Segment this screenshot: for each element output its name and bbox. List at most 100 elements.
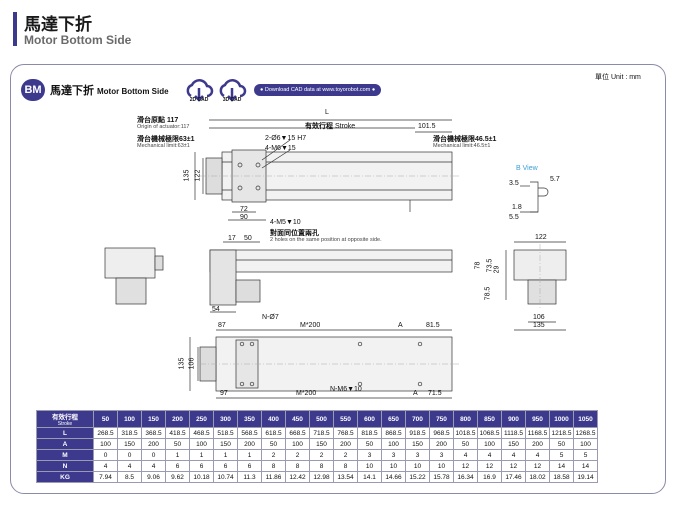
cloud-download-icon[interactable]	[183, 74, 215, 106]
dim-A-top: A	[398, 322, 403, 329]
n-tap-spec: N-M6▼10	[330, 386, 362, 393]
table-cell: 418.5	[165, 427, 190, 439]
stroke-cell: 200	[165, 410, 190, 428]
stroke-cell: 600	[357, 410, 382, 428]
table-cell: 2	[333, 449, 358, 461]
dim-A-bottom: A	[413, 390, 418, 397]
dim-54: 54	[212, 306, 220, 313]
table-cell: 100	[285, 438, 310, 450]
table-cell: 15.78	[429, 471, 454, 483]
table-cell: 10.18	[189, 471, 214, 483]
dim-90: 90	[240, 214, 248, 221]
table-cell: 12	[525, 460, 550, 472]
table-cell: 4	[501, 449, 526, 461]
dim-122-top: 122	[194, 169, 202, 182]
table-cell: 3	[405, 449, 430, 461]
table-cell: 268.5	[93, 427, 118, 439]
dim-106-bottom: 106	[188, 357, 196, 370]
mech-limit-left: 滑台機械極限63±1	[137, 136, 195, 143]
table-cell: 6	[165, 460, 190, 472]
stroke-label-en: Stroke	[334, 123, 356, 130]
stroke-cell: 250	[189, 410, 214, 428]
table-cell: 4	[117, 460, 142, 472]
dim-3-5: 3.5	[509, 180, 519, 187]
table-cell: 100	[573, 438, 598, 450]
model-name-en: Motor Bottom Side	[97, 87, 169, 96]
table-cell: 868.5	[381, 427, 406, 439]
table-cell: 50	[549, 438, 574, 450]
table-cell: 10	[357, 460, 382, 472]
stroke-cell: 400	[261, 410, 286, 428]
download-cad-link[interactable]: ● Download CAD data at www.toyorobot.com…	[254, 84, 382, 96]
table-cell: 968.5	[429, 427, 454, 439]
origin-label-en: Origin of actuator:117	[137, 124, 190, 130]
table-cell: 16.34	[453, 471, 478, 483]
dim-17: 17	[228, 235, 236, 242]
table-cell: 18.58	[549, 471, 574, 483]
table-cell: 11.86	[261, 471, 286, 483]
cad-3d-label[interactable]: 3D CAD	[222, 97, 242, 103]
dim-135-end: 135	[533, 322, 545, 329]
header-accent-bar	[13, 12, 17, 46]
dim-78-5: 78.5	[484, 286, 492, 301]
table-cell: 12.42	[285, 471, 310, 483]
table-cell: 668.5	[285, 427, 310, 439]
hole-spec-3: 4-M5▼10	[270, 219, 301, 226]
dim-97: 97	[220, 390, 228, 397]
table-cell: 12	[501, 460, 526, 472]
table-cell: 4	[525, 449, 550, 461]
table-cell: 200	[237, 438, 262, 450]
table-cell: 2	[285, 449, 310, 461]
dim-135-bottom: 135	[178, 357, 186, 370]
table-cell: 8	[261, 460, 286, 472]
table-cell: 4	[93, 460, 118, 472]
stroke-cell: 350	[237, 410, 262, 428]
table-cell: 4	[477, 449, 502, 461]
table-cell: 100	[189, 438, 214, 450]
table-cell: 3	[429, 449, 454, 461]
row-label: M	[36, 449, 94, 461]
table-cell: 1018.5	[453, 427, 478, 439]
dim-29: 29	[493, 265, 501, 274]
table-cell: 1118.5	[501, 427, 526, 439]
dim-106-end: 106	[533, 314, 545, 321]
table-cell: 9.06	[141, 471, 166, 483]
stroke-cell: 950	[525, 410, 550, 428]
table-cell: 200	[525, 438, 550, 450]
dim-78: 78	[474, 261, 482, 270]
table-cell: 368.5	[141, 427, 166, 439]
table-cell: 1268.5	[573, 427, 598, 439]
dim-50: 50	[244, 235, 252, 242]
table-cell: 318.5	[117, 427, 142, 439]
table-cell: 150	[117, 438, 142, 450]
table-cell: 0	[141, 449, 166, 461]
stroke-cell: 650	[381, 410, 406, 428]
stroke-header-en: Stroke	[57, 421, 73, 427]
dim-81-5: 81.5	[426, 322, 440, 329]
table-cell: 14	[573, 460, 598, 472]
table-cell: 10	[405, 460, 430, 472]
table-cell: 100	[477, 438, 502, 450]
table-cell: 14.66	[381, 471, 406, 483]
stroke-header-cn: 有效行程	[52, 414, 78, 421]
table-cell: 6	[237, 460, 262, 472]
stroke-cell: 100	[117, 410, 142, 428]
table-cell: 50	[357, 438, 382, 450]
table-cell: 1	[189, 449, 214, 461]
cloud-download-icon[interactable]	[216, 74, 248, 106]
table-cell: 718.5	[309, 427, 334, 439]
table-cell: 2	[261, 449, 286, 461]
cad-2d-label[interactable]: 2D CAD	[189, 97, 209, 103]
table-cell: 10	[429, 460, 454, 472]
table-cell: 0	[93, 449, 118, 461]
hole-spec-1: 2-Ø6▼15 H7	[265, 135, 307, 142]
table-cell: 918.5	[405, 427, 430, 439]
table-cell: 16.9	[477, 471, 502, 483]
row-label: N	[36, 460, 94, 472]
table-cell: 200	[141, 438, 166, 450]
